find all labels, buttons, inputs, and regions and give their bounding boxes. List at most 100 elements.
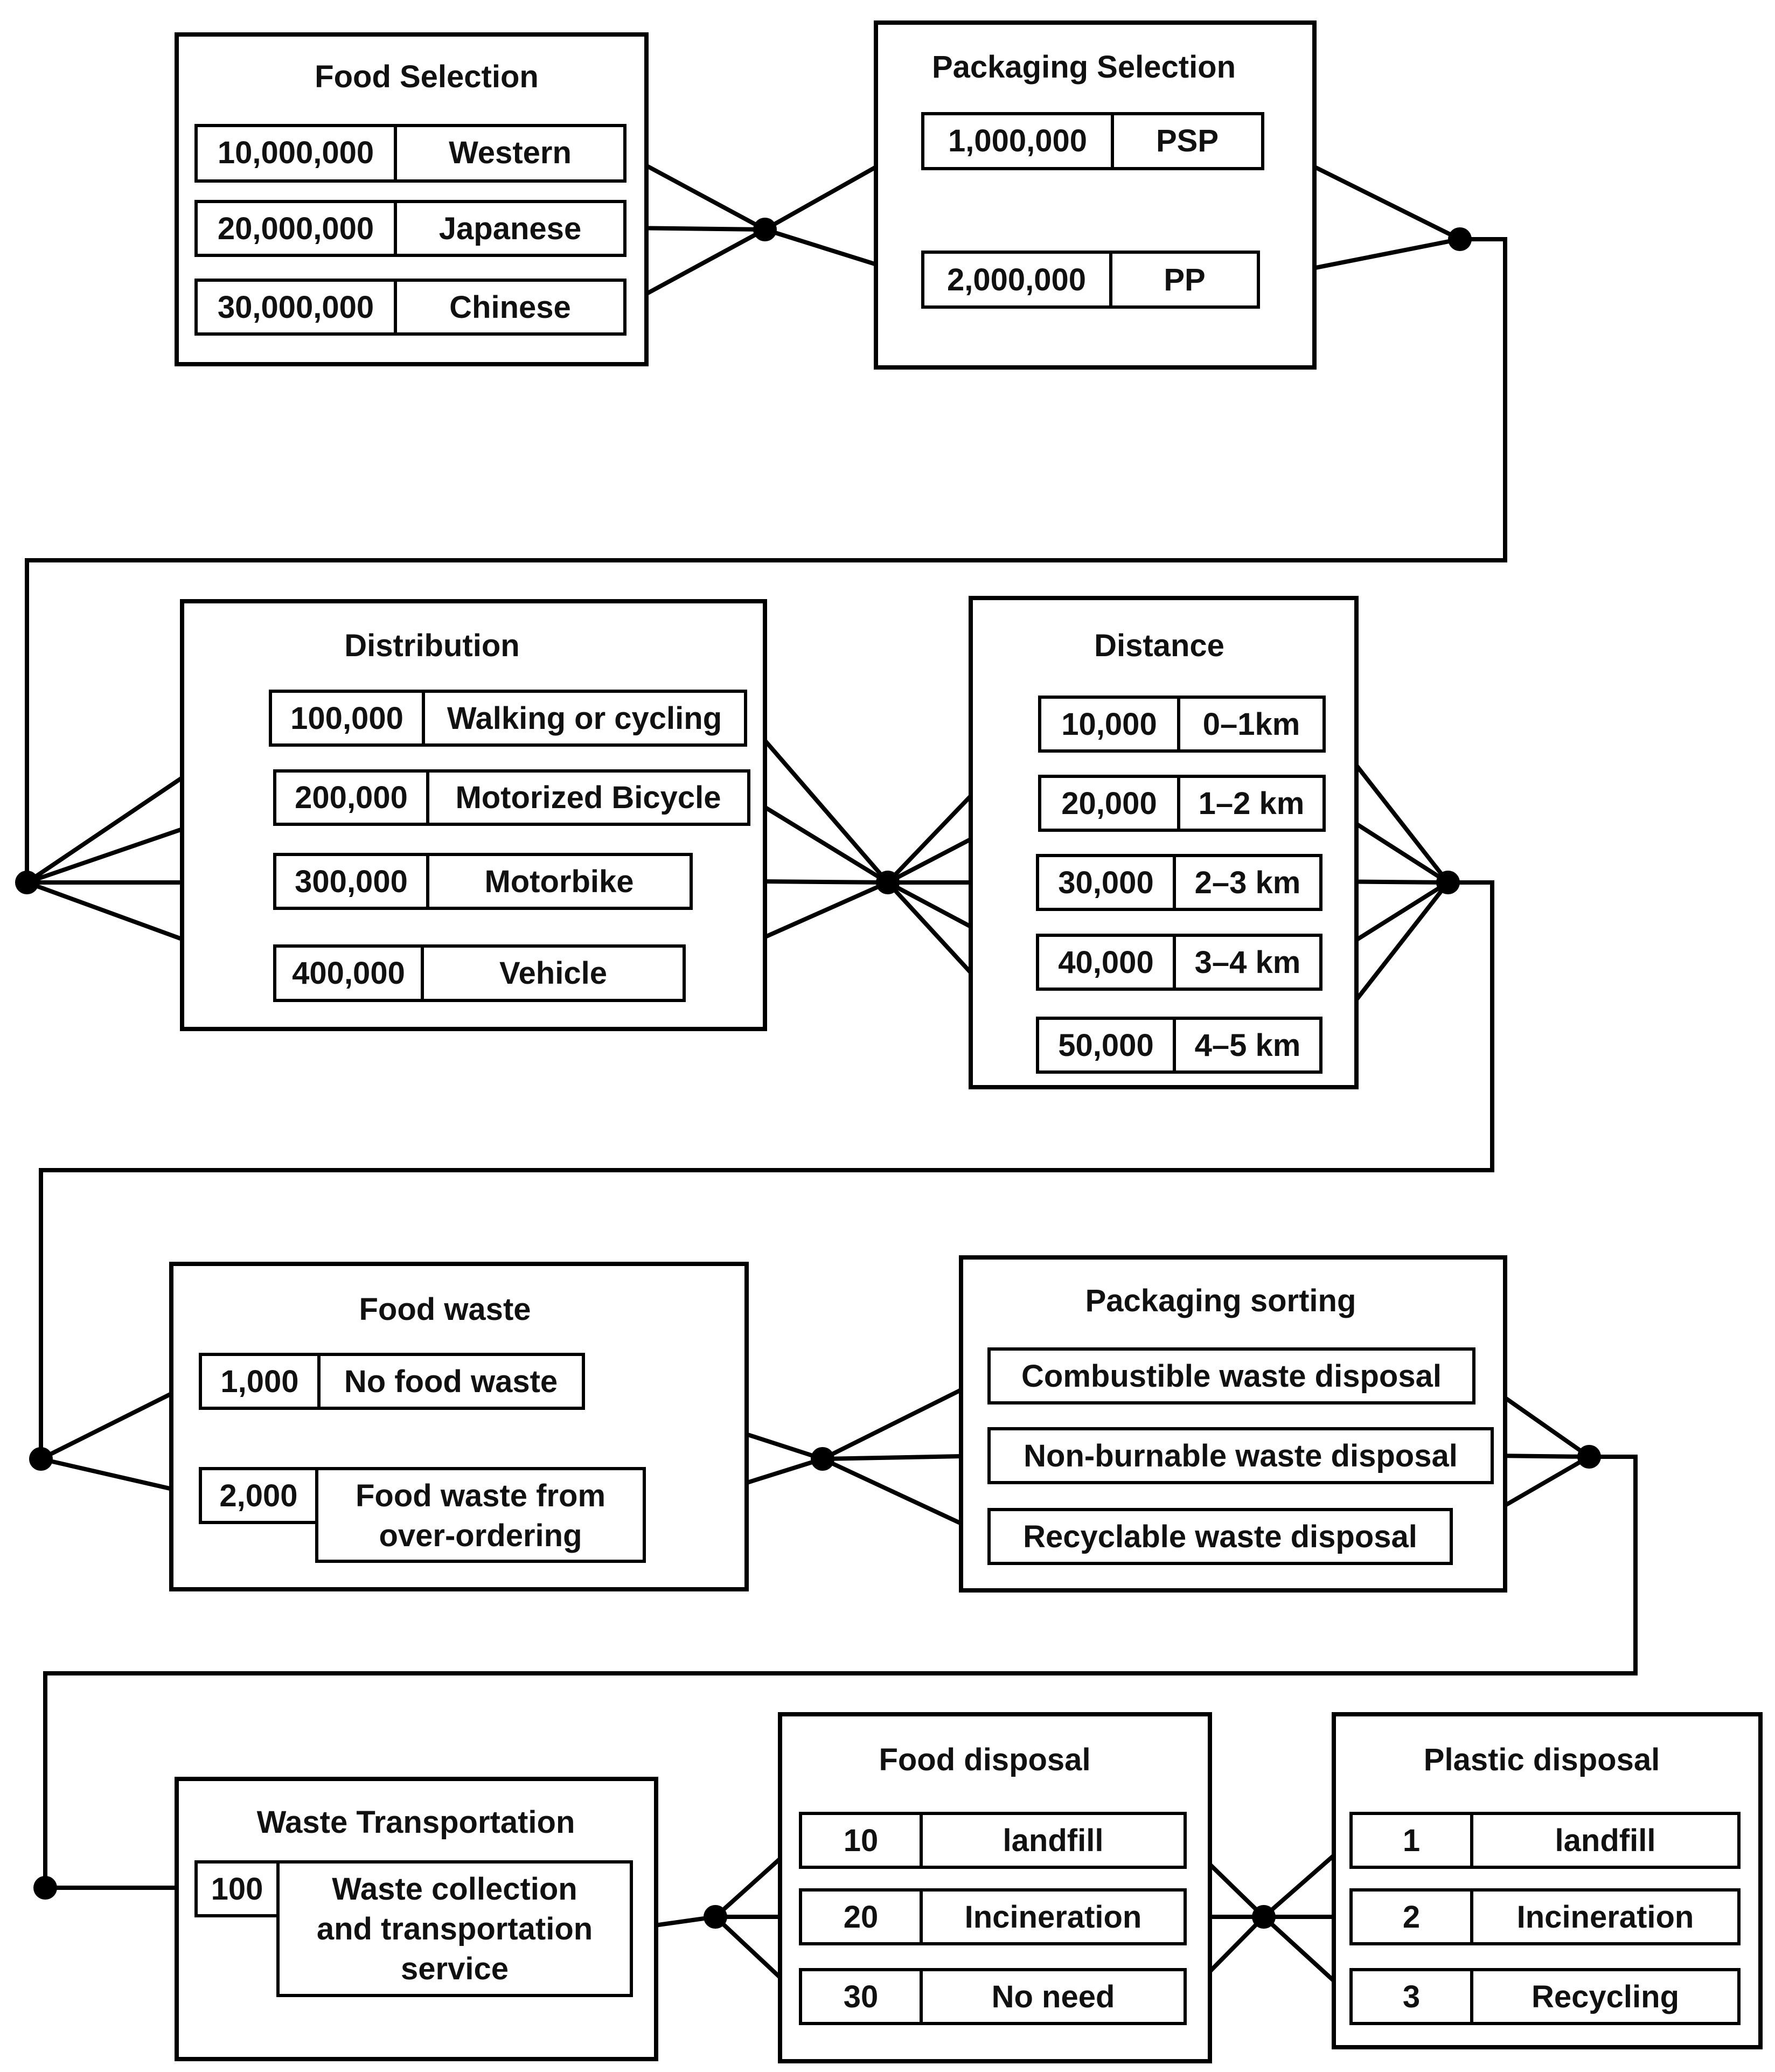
option-food-incineration: 20 Incineration bbox=[799, 1888, 1187, 1945]
junction-node bbox=[1436, 871, 1460, 894]
group-distance: Distance 10,000 0–1km 20,000 1–2 km 30,0… bbox=[969, 596, 1359, 1089]
option-label: Walking or cycling bbox=[447, 701, 722, 736]
option-western: 10,000,000 Western bbox=[194, 124, 627, 183]
option-plastic-recycling: 3 Recycling bbox=[1349, 1968, 1741, 2025]
option-motorbike: 300,000 Motorbike bbox=[273, 853, 693, 910]
group-food-waste: Food waste 1,000 No food waste 2,000 Foo… bbox=[169, 1262, 749, 1591]
group-waste-transportation: Waste Transportation 100 Waste collectio… bbox=[175, 1777, 658, 2061]
option-label: landfill bbox=[1555, 1823, 1656, 1858]
option-code: 2,000,000 bbox=[947, 262, 1086, 297]
option-code: 2,000 bbox=[219, 1478, 297, 1513]
option-label: landfill bbox=[1003, 1823, 1104, 1858]
option-label: Combustible waste disposal bbox=[1021, 1359, 1442, 1394]
group-title: Waste Transportation bbox=[257, 1805, 575, 1840]
junction-node bbox=[1252, 1905, 1276, 1929]
option-label: Motorized Bicycle bbox=[455, 780, 721, 815]
group-title: Packaging Selection bbox=[932, 50, 1236, 85]
option-label-line1: Food waste from bbox=[356, 1478, 605, 1513]
option-code: 1 bbox=[1403, 1823, 1420, 1858]
option-code: 10,000,000 bbox=[218, 135, 374, 170]
option-code: 400,000 bbox=[292, 956, 405, 991]
option-japanese: 20,000,000 Japanese bbox=[194, 200, 627, 257]
junction-node bbox=[29, 1447, 53, 1471]
group-food-disposal: Food disposal 10 landfill 20 Incineratio… bbox=[778, 1712, 1212, 2063]
option-label: Japanese bbox=[439, 211, 581, 246]
group-title: Food disposal bbox=[879, 1742, 1090, 1777]
option-label: Recyclable waste disposal bbox=[1023, 1519, 1417, 1554]
option-food-waste-over-ordering: 2,000 Food waste from over-ordering bbox=[199, 1467, 646, 1563]
group-packaging-selection: Packaging Selection 1,000,000 PSP 2,000,… bbox=[874, 20, 1317, 370]
option-code: 100,000 bbox=[290, 701, 403, 736]
option-1-2km: 20,000 1–2 km bbox=[1038, 775, 1326, 832]
option-label: Incineration bbox=[965, 1900, 1142, 1935]
group-title: Food waste bbox=[359, 1292, 531, 1327]
group-food-selection: Food Selection 10,000,000 Western 20,000… bbox=[175, 32, 649, 366]
option-code: 10 bbox=[844, 1823, 879, 1858]
junction-node bbox=[1577, 1445, 1601, 1469]
junction-nodes bbox=[15, 218, 1601, 1929]
option-label: Non-burnable waste disposal bbox=[1024, 1438, 1458, 1473]
option-plastic-incineration: 2 Incineration bbox=[1349, 1888, 1741, 1945]
option-plastic-landfill: 1 landfill bbox=[1349, 1812, 1741, 1869]
option-label-line3: service bbox=[401, 1951, 509, 1986]
group-title: Distribution bbox=[344, 628, 519, 663]
option-label-line2: over-ordering bbox=[379, 1518, 582, 1553]
option-code: 1,000 bbox=[220, 1364, 298, 1399]
option-code: 1,000,000 bbox=[948, 123, 1087, 158]
option-code: 200,000 bbox=[295, 780, 408, 815]
option-label: PSP bbox=[1156, 123, 1219, 158]
option-label: Vehicle bbox=[499, 956, 607, 991]
option-combustible-waste-disposal: Combustible waste disposal bbox=[987, 1347, 1475, 1404]
junction-node bbox=[704, 1905, 727, 1929]
junction-node bbox=[811, 1447, 834, 1471]
group-title: Distance bbox=[1094, 628, 1224, 663]
option-code: 30,000,000 bbox=[218, 290, 374, 325]
option-label: Incineration bbox=[1517, 1900, 1694, 1935]
junction-node bbox=[33, 1876, 57, 1900]
option-label-line2: and transportation bbox=[317, 1911, 593, 1946]
option-label-line1: Waste collection bbox=[332, 1872, 577, 1907]
option-motorized-bicycle: 200,000 Motorized Bicycle bbox=[273, 769, 750, 826]
option-non-burnable-waste-disposal: Non-burnable waste disposal bbox=[987, 1427, 1494, 1484]
option-3-4km: 40,000 3–4 km bbox=[1036, 934, 1322, 991]
option-0-1km: 10,000 0–1km bbox=[1038, 696, 1326, 753]
option-code: 20 bbox=[844, 1900, 879, 1935]
group-title: Food Selection bbox=[315, 59, 539, 94]
option-code: 40,000 bbox=[1058, 945, 1153, 980]
option-food-landfill: 10 landfill bbox=[799, 1812, 1187, 1869]
option-code: 50,000 bbox=[1058, 1028, 1153, 1063]
option-label: 4–5 km bbox=[1195, 1028, 1301, 1063]
option-no-food-waste: 1,000 No food waste bbox=[199, 1353, 585, 1410]
option-psp: 1,000,000 PSP bbox=[921, 112, 1264, 170]
option-recyclable-waste-disposal: Recyclable waste disposal bbox=[987, 1508, 1453, 1565]
option-code: 2 bbox=[1403, 1900, 1420, 1935]
option-pp: 2,000,000 PP bbox=[921, 251, 1260, 309]
option-label: 2–3 km bbox=[1195, 865, 1301, 900]
option-label: 1–2 km bbox=[1199, 786, 1305, 821]
option-code: 300,000 bbox=[295, 864, 408, 899]
option-label: 0–1km bbox=[1203, 707, 1300, 742]
option-food-no-need: 30 No need bbox=[799, 1968, 1187, 2025]
group-packaging-sorting: Packaging sorting Combustible waste disp… bbox=[959, 1255, 1507, 1593]
group-distribution: Distribution 100,000 Walking or cycling … bbox=[180, 599, 767, 1031]
option-code: 20,000 bbox=[1061, 786, 1157, 821]
option-code: 100 bbox=[211, 1872, 263, 1907]
junction-node bbox=[753, 218, 777, 241]
option-code: 3 bbox=[1403, 1979, 1420, 2014]
group-plastic-disposal: Plastic disposal 1 landfill 2 Incinerati… bbox=[1332, 1712, 1763, 2049]
option-chinese: 30,000,000 Chinese bbox=[194, 279, 627, 336]
option-label: Chinese bbox=[449, 290, 571, 325]
option-label: 3–4 km bbox=[1195, 945, 1301, 980]
option-vehicle: 400,000 Vehicle bbox=[273, 944, 686, 1002]
option-code: 30 bbox=[844, 1979, 879, 2014]
junction-node bbox=[1448, 227, 1472, 251]
option-code: 20,000,000 bbox=[218, 211, 374, 246]
option-waste-collection-service: 100 Waste collection and transportation … bbox=[194, 1860, 633, 1997]
option-label: Western bbox=[449, 135, 572, 170]
option-label: PP bbox=[1164, 262, 1205, 297]
option-code: 30,000 bbox=[1058, 865, 1153, 900]
option-label: Recycling bbox=[1532, 1979, 1679, 2014]
option-label: No need bbox=[992, 1979, 1115, 2014]
junction-node bbox=[15, 871, 39, 894]
